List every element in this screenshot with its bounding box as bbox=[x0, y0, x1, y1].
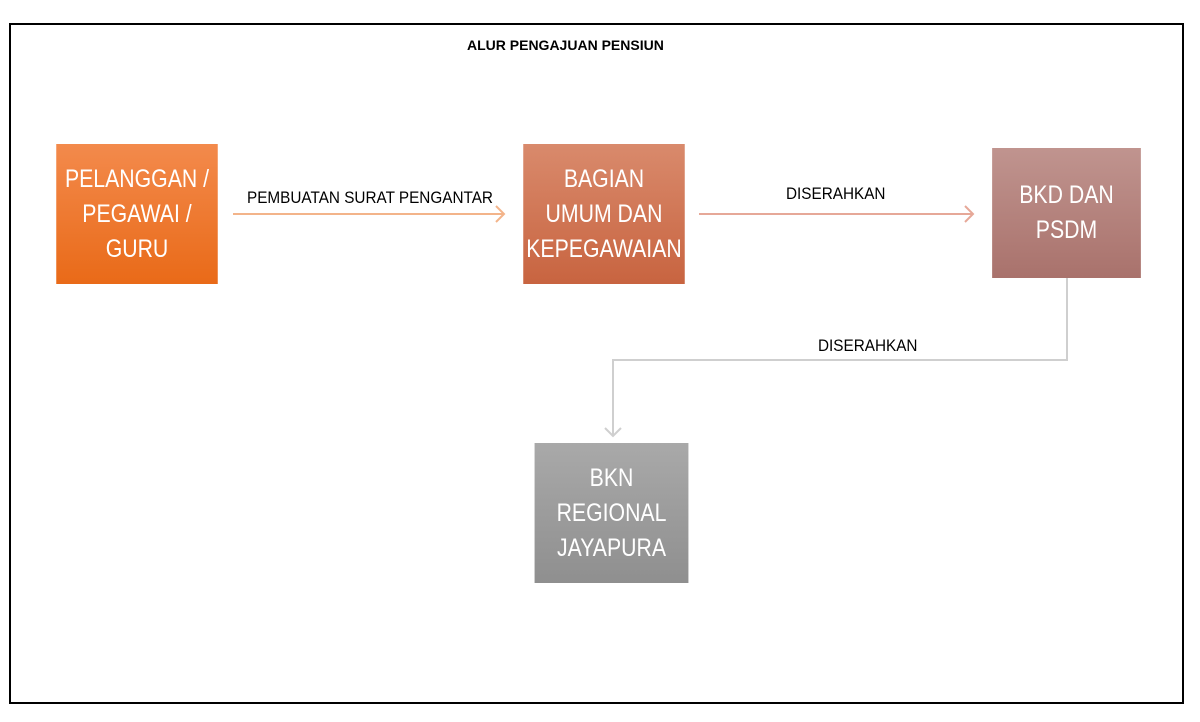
edge-label-diserahkan-2: DISERAHKAN bbox=[818, 336, 918, 355]
node-pelanggan: PELANGGAN / PEGAWAI / GURU bbox=[56, 144, 218, 284]
diagram-title: ALUR PENGAJUAN PENSIUN bbox=[467, 37, 664, 53]
arrow-pelanggan-to-bagian bbox=[233, 205, 506, 223]
edge-label-pembuatan: PEMBUATAN SURAT PENGANTAR bbox=[247, 188, 493, 207]
node-bagian-umum: BAGIAN UMUM DAN KEPEGAWAIAN bbox=[523, 144, 685, 284]
arrow-bagian-to-bkd bbox=[699, 205, 975, 223]
node-bkd-psdm: BKD DAN PSDM bbox=[992, 148, 1141, 278]
edge-label-diserahkan-1: DISERAHKAN bbox=[786, 184, 886, 203]
diagram-frame bbox=[9, 23, 1184, 704]
node-bkn-jayapura: BKN REGIONAL JAYAPURA bbox=[534, 443, 689, 583]
arrow-bkd-to-bkn bbox=[604, 278, 1068, 438]
